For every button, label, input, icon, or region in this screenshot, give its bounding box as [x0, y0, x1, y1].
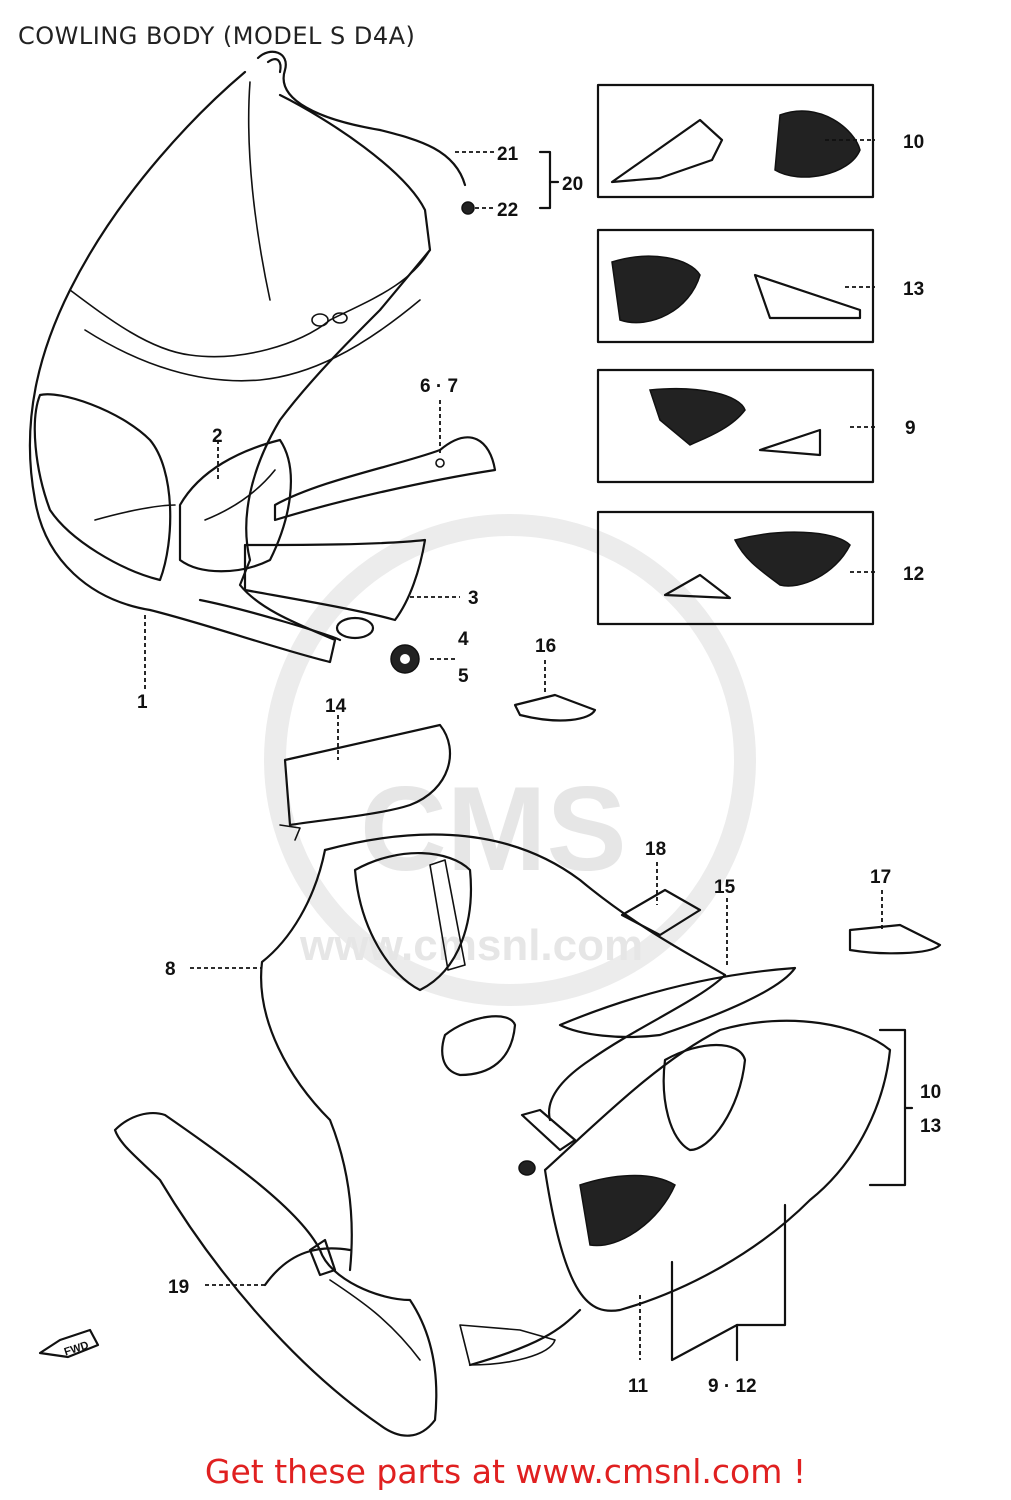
- callout-2[interactable]: 2: [212, 426, 223, 447]
- footer-link[interactable]: Get these parts at www.cmsnl.com !: [204, 1452, 807, 1491]
- side-cowling-part-8[interactable]: [260, 833, 727, 1272]
- callout-13[interactable]: 13: [903, 279, 924, 300]
- watermark-text: CMS: [360, 762, 627, 896]
- sticker-box-12[interactable]: [596, 510, 875, 626]
- lower-fairing-part-19[interactable]: [113, 1112, 438, 1437]
- sticker-box-9[interactable]: [596, 368, 875, 484]
- fwd-arrow-icon: FWD: [38, 1328, 100, 1359]
- lower-cowling-part-11[interactable]: [459, 1019, 892, 1367]
- callout-3[interactable]: 3: [468, 588, 479, 609]
- callout-10[interactable]: 10: [903, 132, 924, 153]
- callout-5[interactable]: 5: [458, 666, 469, 687]
- callout-8[interactable]: 8: [165, 959, 176, 980]
- callout-15[interactable]: 15: [714, 877, 736, 898]
- callout-21[interactable]: 21: [497, 144, 519, 165]
- callout-11[interactable]: 11: [628, 1376, 649, 1397]
- fwd-label: FWD: [63, 1339, 91, 1358]
- callout-10-13-b[interactable]: 13: [920, 1116, 941, 1137]
- callout-17[interactable]: 17: [870, 867, 891, 888]
- upper-cowling-part-1[interactable]: [28, 50, 467, 664]
- grommet-part-4-5[interactable]: [390, 644, 420, 674]
- callout-18[interactable]: 18: [645, 839, 666, 860]
- callout-19[interactable]: 19: [168, 1277, 189, 1298]
- callout-1[interactable]: 1: [137, 692, 148, 713]
- callout-12[interactable]: 12: [903, 564, 924, 585]
- inner-cover-part-6-7[interactable]: [273, 436, 497, 522]
- watermark: CMS www.cmsnl.com: [264, 514, 756, 1006]
- bracket-part-17[interactable]: [848, 923, 942, 955]
- leader-lines: [144, 139, 914, 1362]
- callout-20[interactable]: 20: [562, 174, 583, 195]
- callout-6-7[interactable]: 6 · 7: [420, 376, 458, 397]
- watermark-url: www.cmsnl.com: [299, 921, 643, 970]
- sticker-box-10[interactable]: [596, 83, 875, 199]
- panel-part-14[interactable]: [279, 723, 452, 841]
- callout-9-12[interactable]: 9 · 12: [708, 1376, 757, 1397]
- callout-4[interactable]: 4: [458, 629, 469, 650]
- callout-9[interactable]: 9: [905, 418, 916, 439]
- callout-22[interactable]: 22: [497, 200, 518, 221]
- callout-16[interactable]: 16: [535, 636, 556, 657]
- inner-panel-part-2[interactable]: [178, 438, 292, 573]
- callout-14[interactable]: 14: [325, 696, 347, 717]
- screw-part-22[interactable]: [461, 201, 475, 215]
- bracket-part-16[interactable]: [513, 693, 597, 722]
- callout-10-13-a[interactable]: 10: [920, 1082, 941, 1103]
- diagram-title: COWLING BODY (MODEL S D4A): [18, 22, 416, 50]
- cowling-part-3[interactable]: [243, 538, 427, 622]
- sticker-box-13[interactable]: [596, 228, 875, 344]
- panel-part-15[interactable]: [558, 966, 797, 1039]
